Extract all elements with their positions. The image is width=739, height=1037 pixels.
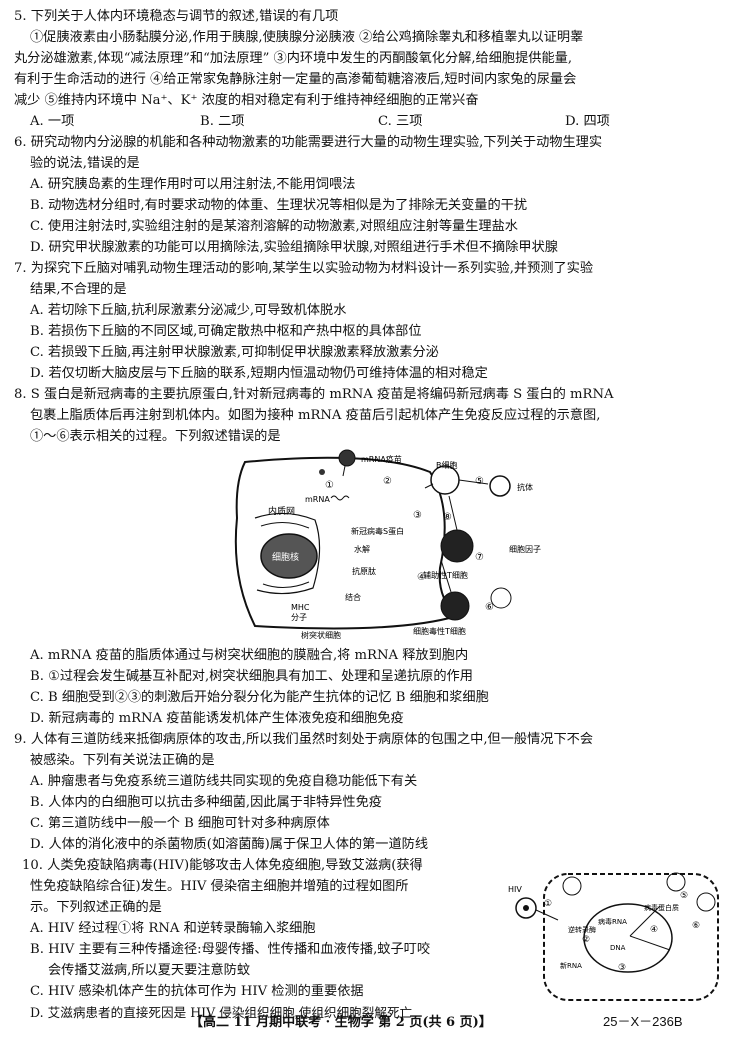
q8-option-a: A. mRNA 疫苗的脂质体通过与树突状细胞的膜融合,将 mRNA 释放到胞内: [30, 648, 469, 663]
nucleus-label: 细胞核: [272, 551, 299, 563]
rt-label: 逆转录酶: [568, 925, 596, 934]
viral-protein-label: 病毒蛋白质: [644, 903, 679, 912]
step-label: ⑥: [692, 921, 700, 931]
step-label: ⑧: [443, 512, 452, 523]
q10-stem: 10. 人类免疫缺陷病毒(HIV)能够攻击人体免疫细胞,导致艾滋病(获得: [22, 858, 423, 873]
q6-option-c: C. 使用注射法时,实验组注射的是某溶剂溶解的动物激素,对照组应注射等量生理盐水: [30, 219, 518, 234]
q9-stem: 9. 人体有三道防线来抵御病原体的攻击,所以我们虽然时刻处于病原体的包围之中,但…: [14, 732, 594, 747]
q9-option-a: A. 肿瘤患者与免疫系统三道防线共同实现的免疫自稳功能低下有关: [30, 774, 418, 789]
step-label: ③: [413, 510, 422, 521]
q5-line: 有利于生命活动的进行 ④给正常家兔静脉注射一定量的高渗葡萄糖溶液后,短时间内家兔…: [14, 72, 577, 87]
antigen-peptide-label: 抗原肽: [352, 566, 376, 576]
q9-stem-cont: 被感染。下列有关说法正确的是: [30, 753, 215, 768]
q5-option-d: D. 四项: [565, 114, 610, 129]
q8-option-c: C. B 细胞受到②③的刺激后开始分裂分化为能产生抗体的记忆 B 细胞和浆细胞: [30, 690, 489, 705]
q5-option-b: B. 二项: [200, 114, 245, 129]
q8-immune-diagram: 内质网 细胞核 mRNA疫苗 mRNA 新冠病毒S蛋白 水解 抗原肽 结合 MH…: [234, 449, 541, 640]
q10-option-d: D. 艾滋病患者的直接死因是 HIV 侵染组织细胞,使组织细胞裂解死亡: [30, 1005, 413, 1020]
q10-stem-cont: 示。下列叙述正确的是: [30, 900, 162, 915]
q6-stem: 6. 研究动物内分泌腺的机能和各种动物激素的功能需要进行大量的动物生理实验,下列…: [14, 135, 603, 150]
hiv-label: HIV: [508, 885, 522, 894]
step-label: ①: [325, 480, 334, 491]
step-label: ⑤: [475, 476, 484, 487]
q5-line: 丸分泌雄激素,体现“减法原理”和“加法原理” ③内环境中发生的丙酮酸氧化分解,给…: [14, 51, 573, 66]
viral-rna-label: 病毒RNA: [598, 917, 627, 926]
q5-stem: 5. 下列关于人体内环境稳态与调节的叙述,错误的有几项: [14, 9, 339, 24]
footer-title: 【高二 11 月期中联考 · 生物学 第 2 页(共 6 页)】: [190, 1015, 492, 1030]
s-protein-label: 新冠病毒S蛋白: [351, 526, 404, 536]
q9-option-b: B. 人体内的白细胞可以抗击多种细菌,因此属于非特异性免疫: [30, 795, 382, 810]
q10-stem-cont: 性免疫缺陷综合征)发生。HIV 侵染宿主细胞并增殖的过程如图所: [30, 879, 409, 894]
cytokine-label: 细胞因子: [509, 544, 541, 554]
q6-option-d: D. 研究甲状腺激素的功能可以用摘除法,实验组摘除甲状腺,对照组进行手术但不摘除…: [30, 240, 558, 255]
q8-stem-cont: 包裹上脂质体后再注射到机体内。如图为接种 mRNA 疫苗后引起机体产生免疫反应过…: [30, 408, 601, 423]
er-label: 内质网: [268, 505, 295, 517]
q6-stem-cont: 验的说法,错误的是: [30, 156, 140, 171]
q10-hiv-diagram: HIV 逆转录酶 病毒RNA DNA 病毒蛋白质 新RNA ① ② ③ ④ ⑤ …: [508, 872, 719, 1001]
binding-label: 结合: [345, 592, 361, 602]
step-label: ⑥: [485, 602, 494, 613]
q8-stem-cont: ①～⑥表示相关的过程。下列叙述错误的是: [30, 429, 281, 444]
q8-stem: 8. S 蛋白是新冠病毒的主要抗原蛋白,针对新冠病毒的 mRNA 疫苗是将编码新…: [14, 387, 614, 402]
q7-stem-cont: 结果,不合理的是: [30, 282, 127, 297]
q8-option-d: D. 新冠病毒的 mRNA 疫苗能诱发机体产生体液免疫和细胞免疫: [30, 711, 404, 726]
q8-option-b: B. ①过程会发生碱基互补配对,树突状细胞具有加工、处理和呈递抗原的作用: [30, 669, 473, 684]
footer-code: 25－X－236B: [603, 1014, 683, 1029]
mrna-vaccine-label: mRNA疫苗: [361, 454, 402, 464]
step-label: ②: [582, 935, 590, 945]
dna-label: DNA: [610, 944, 626, 952]
step-label: ①: [544, 899, 552, 909]
q7-option-d: D. 若仅切断大脑皮层与下丘脑的联系,短期内恒温动物仍可维持体温的相对稳定: [30, 366, 488, 381]
q5-line: 减少 ⑤维持内环境中 Na⁺、K⁺ 浓度的相对稳定有利于维持神经细胞的正常兴奋: [14, 93, 479, 108]
q10-option-a: A. HIV 经过程①将 RNA 和逆转录酶输入浆细胞: [30, 921, 316, 936]
q6-option-a: A. 研究胰岛素的生理作用时可以用注射法,不能用饲喂法: [30, 177, 356, 192]
step-label: ⑦: [475, 552, 484, 563]
step-label: ④: [650, 925, 658, 935]
q5-option-a: A. 一项: [30, 114, 75, 129]
q5-option-c: C. 三项: [378, 114, 423, 129]
q7-option-b: B. 若损伤下丘脑的不同区域,可确定散热中枢和产热中枢的具体部位: [30, 324, 422, 339]
antibody-label: 抗体: [517, 482, 533, 492]
cytotoxic-t-label: 细胞毒性T细胞: [413, 626, 466, 636]
new-rna-label: 新RNA: [560, 961, 582, 970]
step-label: ③: [618, 963, 626, 973]
step-label: ②: [383, 476, 392, 487]
q9-option-c: C. 第三道防线中一般一个 B 细胞可针对多种病原体: [30, 816, 330, 831]
q7-option-a: A. 若切除下丘脑,抗利尿激素分泌减少,可导致机体脱水: [30, 303, 347, 318]
dendritic-cell-label: 树突状细胞: [301, 630, 341, 640]
q7-option-c: C. 若损毁下丘脑,再注射甲状腺激素,可抑制促甲状腺激素释放激素分泌: [30, 345, 439, 360]
step-label: ④: [417, 572, 426, 583]
step-label: ⑤: [680, 891, 688, 901]
b-cell-label: B细胞: [436, 460, 458, 470]
mhc-molecule-label: 分子: [291, 613, 307, 622]
q9-option-d: D. 人体的消化液中的杀菌物质(如溶菌酶)属于保卫人体的第一道防线: [30, 837, 429, 852]
q10-option-c: C. HIV 感染机体产生的抗体可作为 HIV 检测的重要依据: [30, 984, 364, 999]
hydrolysis-label: 水解: [354, 544, 370, 554]
q5-line: ①促胰液素由小肠黏膜分泌,作用于胰腺,使胰腺分泌胰液 ②给公鸡摘除睾丸和移植睾丸…: [30, 30, 584, 45]
q10-option-b-cont: 会传播艾滋病,所以夏天要注意防蚊: [48, 963, 251, 978]
mrna-label: mRNA: [305, 495, 330, 504]
mhc-label: MHC: [291, 603, 310, 612]
q6-option-b: B. 动物选材分组时,有时要求动物的体重、生理状况等相似是为了排除无关变量的干扰: [30, 198, 528, 213]
q7-stem: 7. 为探究下丘脑对哺乳动物生理活动的影响,某学生以实验动物为材料设计一系列实验…: [14, 261, 594, 276]
q10-option-b: B. HIV 主要有三种传播途径:母婴传播、性传播和血液传播,蚊子叮咬: [30, 942, 431, 957]
